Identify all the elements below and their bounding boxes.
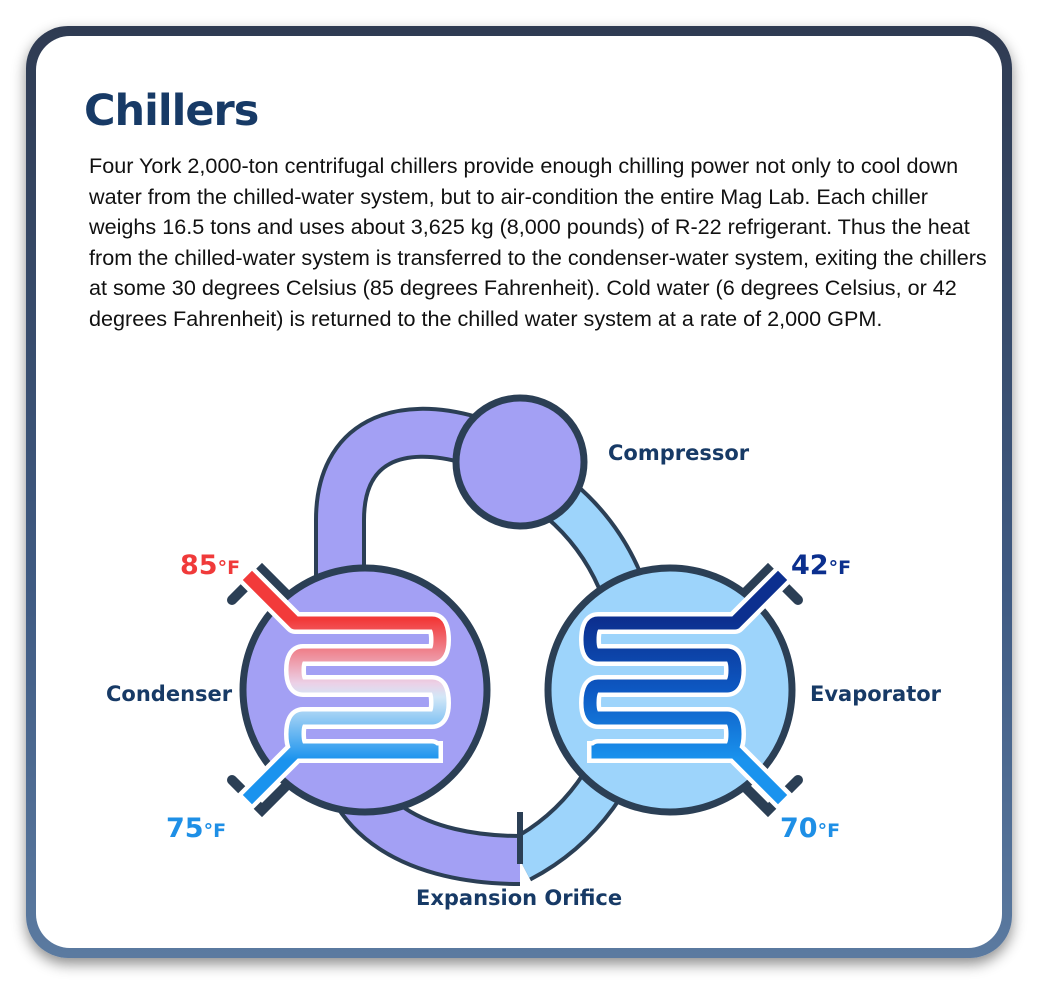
description-paragraph: Four York 2,000-ton centrifugal chillers… [89, 153, 987, 331]
condenser-out-temp: 85°F [180, 550, 240, 581]
condenser-in-temp: 75°F [166, 813, 226, 844]
evaporator-in-temp: 70°F [780, 813, 840, 844]
evaporator-out-temp: 42°F [791, 550, 851, 581]
condenser-in-temp-unit: °F [204, 820, 226, 842]
condenser-label: Condenser [106, 682, 233, 706]
condenser-coil [236, 564, 451, 811]
compressor-body [452, 394, 588, 530]
compressor-label: Compressor [608, 441, 750, 465]
evaporator-coil [579, 564, 794, 811]
evaporator-label: Evaporator [810, 682, 942, 706]
evaporator-out-temp-unit: °F [829, 557, 851, 579]
condenser-out-temp-value: 85 [180, 550, 218, 581]
condenser-out-temp-unit: °F [218, 557, 240, 579]
page-title: Chillers [84, 86, 259, 136]
evaporator-in-temp-unit: °F [818, 820, 840, 842]
expansion-orifice-label: Expansion Orifice [416, 886, 622, 910]
condenser-in-temp-value: 75 [166, 813, 204, 844]
evaporator-out-temp-value: 42 [791, 550, 829, 581]
evaporator-in-temp-value: 70 [780, 813, 818, 844]
